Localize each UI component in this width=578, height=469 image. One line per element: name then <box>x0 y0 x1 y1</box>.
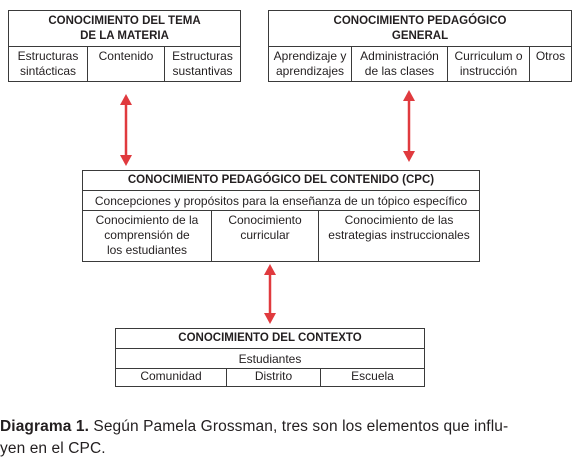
caption-text-line1: Según Pamela Grossman, tres son los elem… <box>88 418 509 435</box>
cell-text: instrucción <box>459 64 518 78</box>
cell-text: Contenido <box>98 49 154 63</box>
pck-subtitle: Concepciones y propósitos para la enseña… <box>83 191 479 211</box>
context-subtitle: Estudiantes <box>116 349 424 369</box>
arrow-materia-cpc <box>120 94 132 166</box>
cell-text: Otros <box>535 49 566 63</box>
cell-text: sintácticas <box>19 64 77 78</box>
context-box: CONOCIMIENTO DEL CONTEXTO Estudiantes Co… <box>115 328 425 387</box>
cell-text: comprensión de <box>104 228 190 242</box>
pck-box: CONOCIMIENTO PEDAGÓGICO DEL CONTENIDO (C… <box>82 170 480 262</box>
cell-text: Conocimiento de las <box>344 213 454 227</box>
diagram-caption: Diagrama 1. Según Pamela Grossman, tres … <box>0 416 578 460</box>
general-pedagogical-title: CONOCIMIENTO PEDAGÓGICO GENERAL <box>269 11 571 47</box>
cell-text: los estudiantes <box>106 243 188 257</box>
cell-text: Estructuras <box>17 49 79 63</box>
cell-text: sustantivas <box>172 64 233 78</box>
cell-text: Conocimiento <box>228 213 302 227</box>
subject-knowledge-box: CONOCIMIENTO DEL TEMA DE LA MATERIA Estr… <box>8 10 241 82</box>
cell-text: curricular <box>240 228 290 242</box>
cell-text: Aprendizaje y <box>273 49 347 63</box>
cell-content: Contenido <box>87 47 164 81</box>
cell-text: aprendizajes <box>275 64 345 78</box>
cell-text: de las clases <box>364 64 435 78</box>
cell-school: Escuela <box>320 369 424 386</box>
cell-district: Distrito <box>226 369 320 386</box>
arrow-pedagogico-cpc <box>403 90 415 162</box>
caption-label: Diagrama 1. <box>0 418 89 435</box>
cell-community: Comunidad <box>140 369 202 383</box>
subject-knowledge-title: CONOCIMIENTO DEL TEMA DE LA MATERIA <box>9 11 240 47</box>
cell-text: Curriculum o <box>454 49 523 63</box>
pck-title: CONOCIMIENTO PEDAGÓGICO DEL CONTENIDO (C… <box>83 171 479 191</box>
cell-text: Conocimiento de la <box>95 213 199 227</box>
cell-text: Estructuras <box>172 49 233 63</box>
context-title: CONOCIMIENTO DEL CONTEXTO <box>116 329 424 349</box>
cell-text: estrategias instruccionales <box>328 228 470 242</box>
general-pedagogical-box: CONOCIMIENTO PEDAGÓGICO GENERAL Aprendiz… <box>268 10 572 82</box>
general-pedagogical-title-line2: GENERAL <box>391 29 449 42</box>
cell-others: Otros <box>529 47 571 81</box>
general-pedagogical-title-line1: CONOCIMIENTO PEDAGÓGICO <box>333 14 507 27</box>
subject-knowledge-title-line2: DE LA MATERIA <box>80 29 169 42</box>
arrow-contexto-cpc <box>264 264 276 324</box>
caption-text-line2: yen en el CPC. <box>0 440 106 457</box>
cell-text: Administración <box>360 49 439 63</box>
subject-knowledge-title-line1: CONOCIMIENTO DEL TEMA <box>48 14 201 27</box>
